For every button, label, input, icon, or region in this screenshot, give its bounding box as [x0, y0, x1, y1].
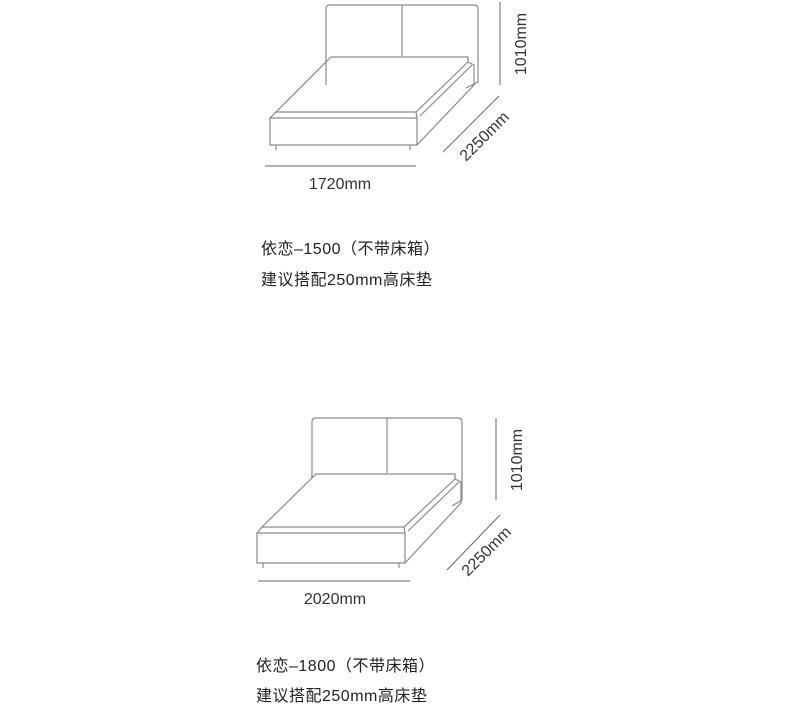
- depth-label: 2250mm: [459, 524, 515, 580]
- height-label: 1010mm: [513, 13, 530, 75]
- width-label: 1720mm: [309, 176, 371, 193]
- depth-label: 2250mm: [457, 109, 513, 165]
- mattress-recommendation: 建议搭配250mm高床垫: [256, 688, 428, 705]
- bed-drawing-1500: [268, 4, 479, 150]
- product-name: 依恋–1800（不带床箱）: [256, 658, 435, 675]
- depth-dimension-line: [446, 514, 501, 571]
- width-label: 2020mm: [304, 591, 366, 608]
- height-label: 1010mm: [509, 429, 526, 491]
- mattress-recommendation: 建议搭配250mm高床垫: [261, 272, 433, 289]
- product-name: 依恋–1500（不带床箱）: [261, 241, 440, 258]
- bed-drawing-1800: [255, 417, 463, 568]
- depth-dimension-line: [442, 95, 500, 153]
